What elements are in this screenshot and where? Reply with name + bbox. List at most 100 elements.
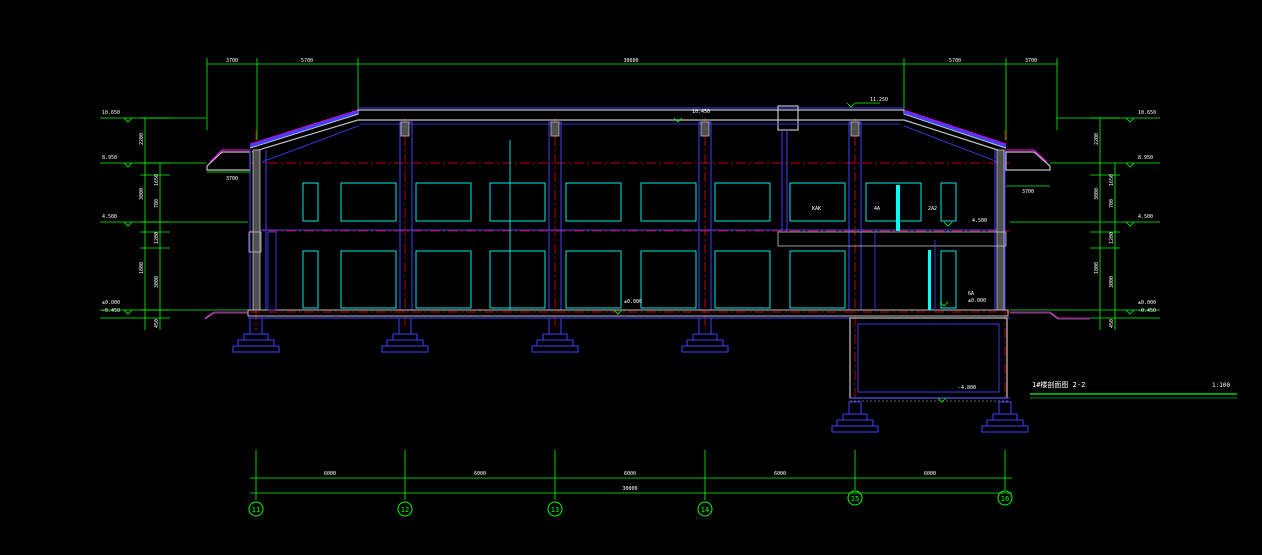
door-lines — [267, 140, 936, 311]
left-side-dim-4: 700 — [154, 199, 160, 208]
upper-windows — [302, 182, 957, 222]
inner-elev-3: ±0.000 — [624, 299, 642, 305]
room-label-2: 4A — [874, 206, 880, 212]
top-dim-1: 3700 — [226, 58, 238, 64]
window — [340, 250, 397, 309]
left-side-dim-8: 450 — [154, 319, 160, 328]
window — [302, 182, 319, 222]
axis-label-11: 11 — [252, 506, 260, 514]
window — [714, 250, 771, 309]
left-side-dim-5: 1200 — [154, 232, 160, 244]
right-side-dim-1: 2200 — [1094, 133, 1100, 145]
left-side-dim-3: 3000 — [139, 188, 145, 200]
bottom-dim-2: 6000 — [474, 471, 486, 477]
left-elev-eave: 8.950 — [102, 155, 117, 161]
footings — [232, 317, 1029, 433]
left-side-dim-7: 3000 — [154, 276, 160, 288]
window — [789, 250, 846, 309]
right-elev-floor2: 4.500 — [1138, 214, 1153, 220]
inner-elev-2: 11.250 — [870, 97, 888, 103]
right-side-dim-8: 450 — [1109, 319, 1115, 328]
left-elev-ground: ±0.000 — [102, 300, 120, 306]
drawing-title: 1#楼剖面图 2-2 — [1032, 380, 1085, 389]
glazed-panels — [896, 185, 931, 310]
room-label-4: 6A — [968, 291, 974, 297]
inner-elev-5: ±0.000 — [968, 298, 986, 304]
window — [340, 182, 397, 222]
axis-label-13: 13 — [551, 506, 559, 514]
bottom-dimension-chain — [250, 450, 1012, 500]
window — [714, 182, 771, 222]
left-elev-roof: 10.650 — [102, 110, 120, 116]
right-side-dim-4: 700 — [1109, 199, 1115, 208]
right-side-dim-3: 3000 — [1094, 188, 1100, 200]
axis-bubble-12 — [397, 501, 413, 517]
window — [489, 250, 546, 309]
window — [865, 182, 922, 222]
window — [940, 182, 957, 222]
right-side-dim-2: 1650 — [1109, 174, 1115, 186]
left-side-dim-6: 1800 — [139, 262, 145, 274]
top-dim-3: 30600 — [623, 58, 638, 64]
top-dim-2: 5700 — [301, 58, 313, 64]
inner-elev-6: -4.800 — [958, 385, 976, 391]
lower-windows — [302, 250, 957, 309]
window — [565, 250, 622, 309]
left-side-dim-2: 1650 — [154, 174, 160, 186]
bottom-dim-4: 6000 — [774, 471, 786, 477]
floor-slab — [247, 309, 1010, 319]
window — [415, 250, 472, 309]
axis-bubble-15 — [847, 490, 863, 506]
bottom-dim-1: 6000 — [324, 471, 336, 477]
eave-label-right: 3700 — [1022, 189, 1034, 195]
window — [565, 182, 622, 222]
drawing-scale: 1:100 — [1212, 382, 1230, 389]
right-side-dim-5: 1200 — [1109, 232, 1115, 244]
bottom-dim-total: 30000 — [622, 486, 637, 492]
window — [415, 182, 472, 222]
right-elev-outside: -0.450 — [1138, 308, 1156, 314]
left-elev-floor2: 4.500 — [102, 214, 117, 220]
axis-bubble-14 — [697, 501, 713, 517]
window — [789, 182, 846, 222]
eave-dim-lines — [207, 171, 1050, 187]
top-dim-4: 5700 — [949, 58, 961, 64]
left-level-lines — [100, 117, 248, 330]
axis-bubble-13 — [547, 501, 563, 517]
axis-lines — [250, 118, 1010, 400]
window — [940, 250, 957, 309]
room-label-3: 2A2 — [928, 206, 937, 212]
right-elev-roof: 10.650 — [1138, 110, 1156, 116]
bottom-dim-3: 6000 — [624, 471, 636, 477]
right-elev-ground: ±0.000 — [1138, 300, 1156, 306]
inner-level-markers — [613, 102, 953, 403]
axis-label-12: 12 — [401, 506, 409, 514]
left-side-dim-1: 2200 — [139, 133, 145, 145]
ground-line — [204, 311, 1090, 320]
roof — [206, 105, 1051, 171]
right-level-lines — [1010, 117, 1160, 330]
basement — [849, 317, 1010, 402]
bottom-dim-5: 6000 — [924, 471, 936, 477]
window — [640, 182, 697, 222]
axis-label-16: 16 — [1001, 495, 1009, 503]
columns — [399, 121, 862, 311]
top-dim-5: 3700 — [1025, 58, 1037, 64]
eave-label-left: 3700 — [226, 176, 238, 182]
title-underline — [1030, 393, 1237, 399]
walls — [249, 150, 1006, 311]
structure-grey — [248, 121, 1007, 311]
window — [640, 250, 697, 309]
right-side-dim-6: 1800 — [1094, 262, 1100, 274]
axis-label-15: 15 — [851, 495, 859, 503]
room-label-1: KAK — [812, 206, 821, 212]
window — [489, 182, 546, 222]
inner-elev-4: 4.500 — [972, 218, 987, 224]
axis-bubble-16 — [997, 490, 1013, 506]
axis-bubbles — [248, 490, 1013, 517]
inner-elev-1: 10.450 — [692, 109, 710, 115]
axis-label-14: 14 — [701, 506, 709, 514]
right-elev-eave: 8.950 — [1138, 155, 1153, 161]
axis-bubble-11 — [248, 501, 264, 517]
